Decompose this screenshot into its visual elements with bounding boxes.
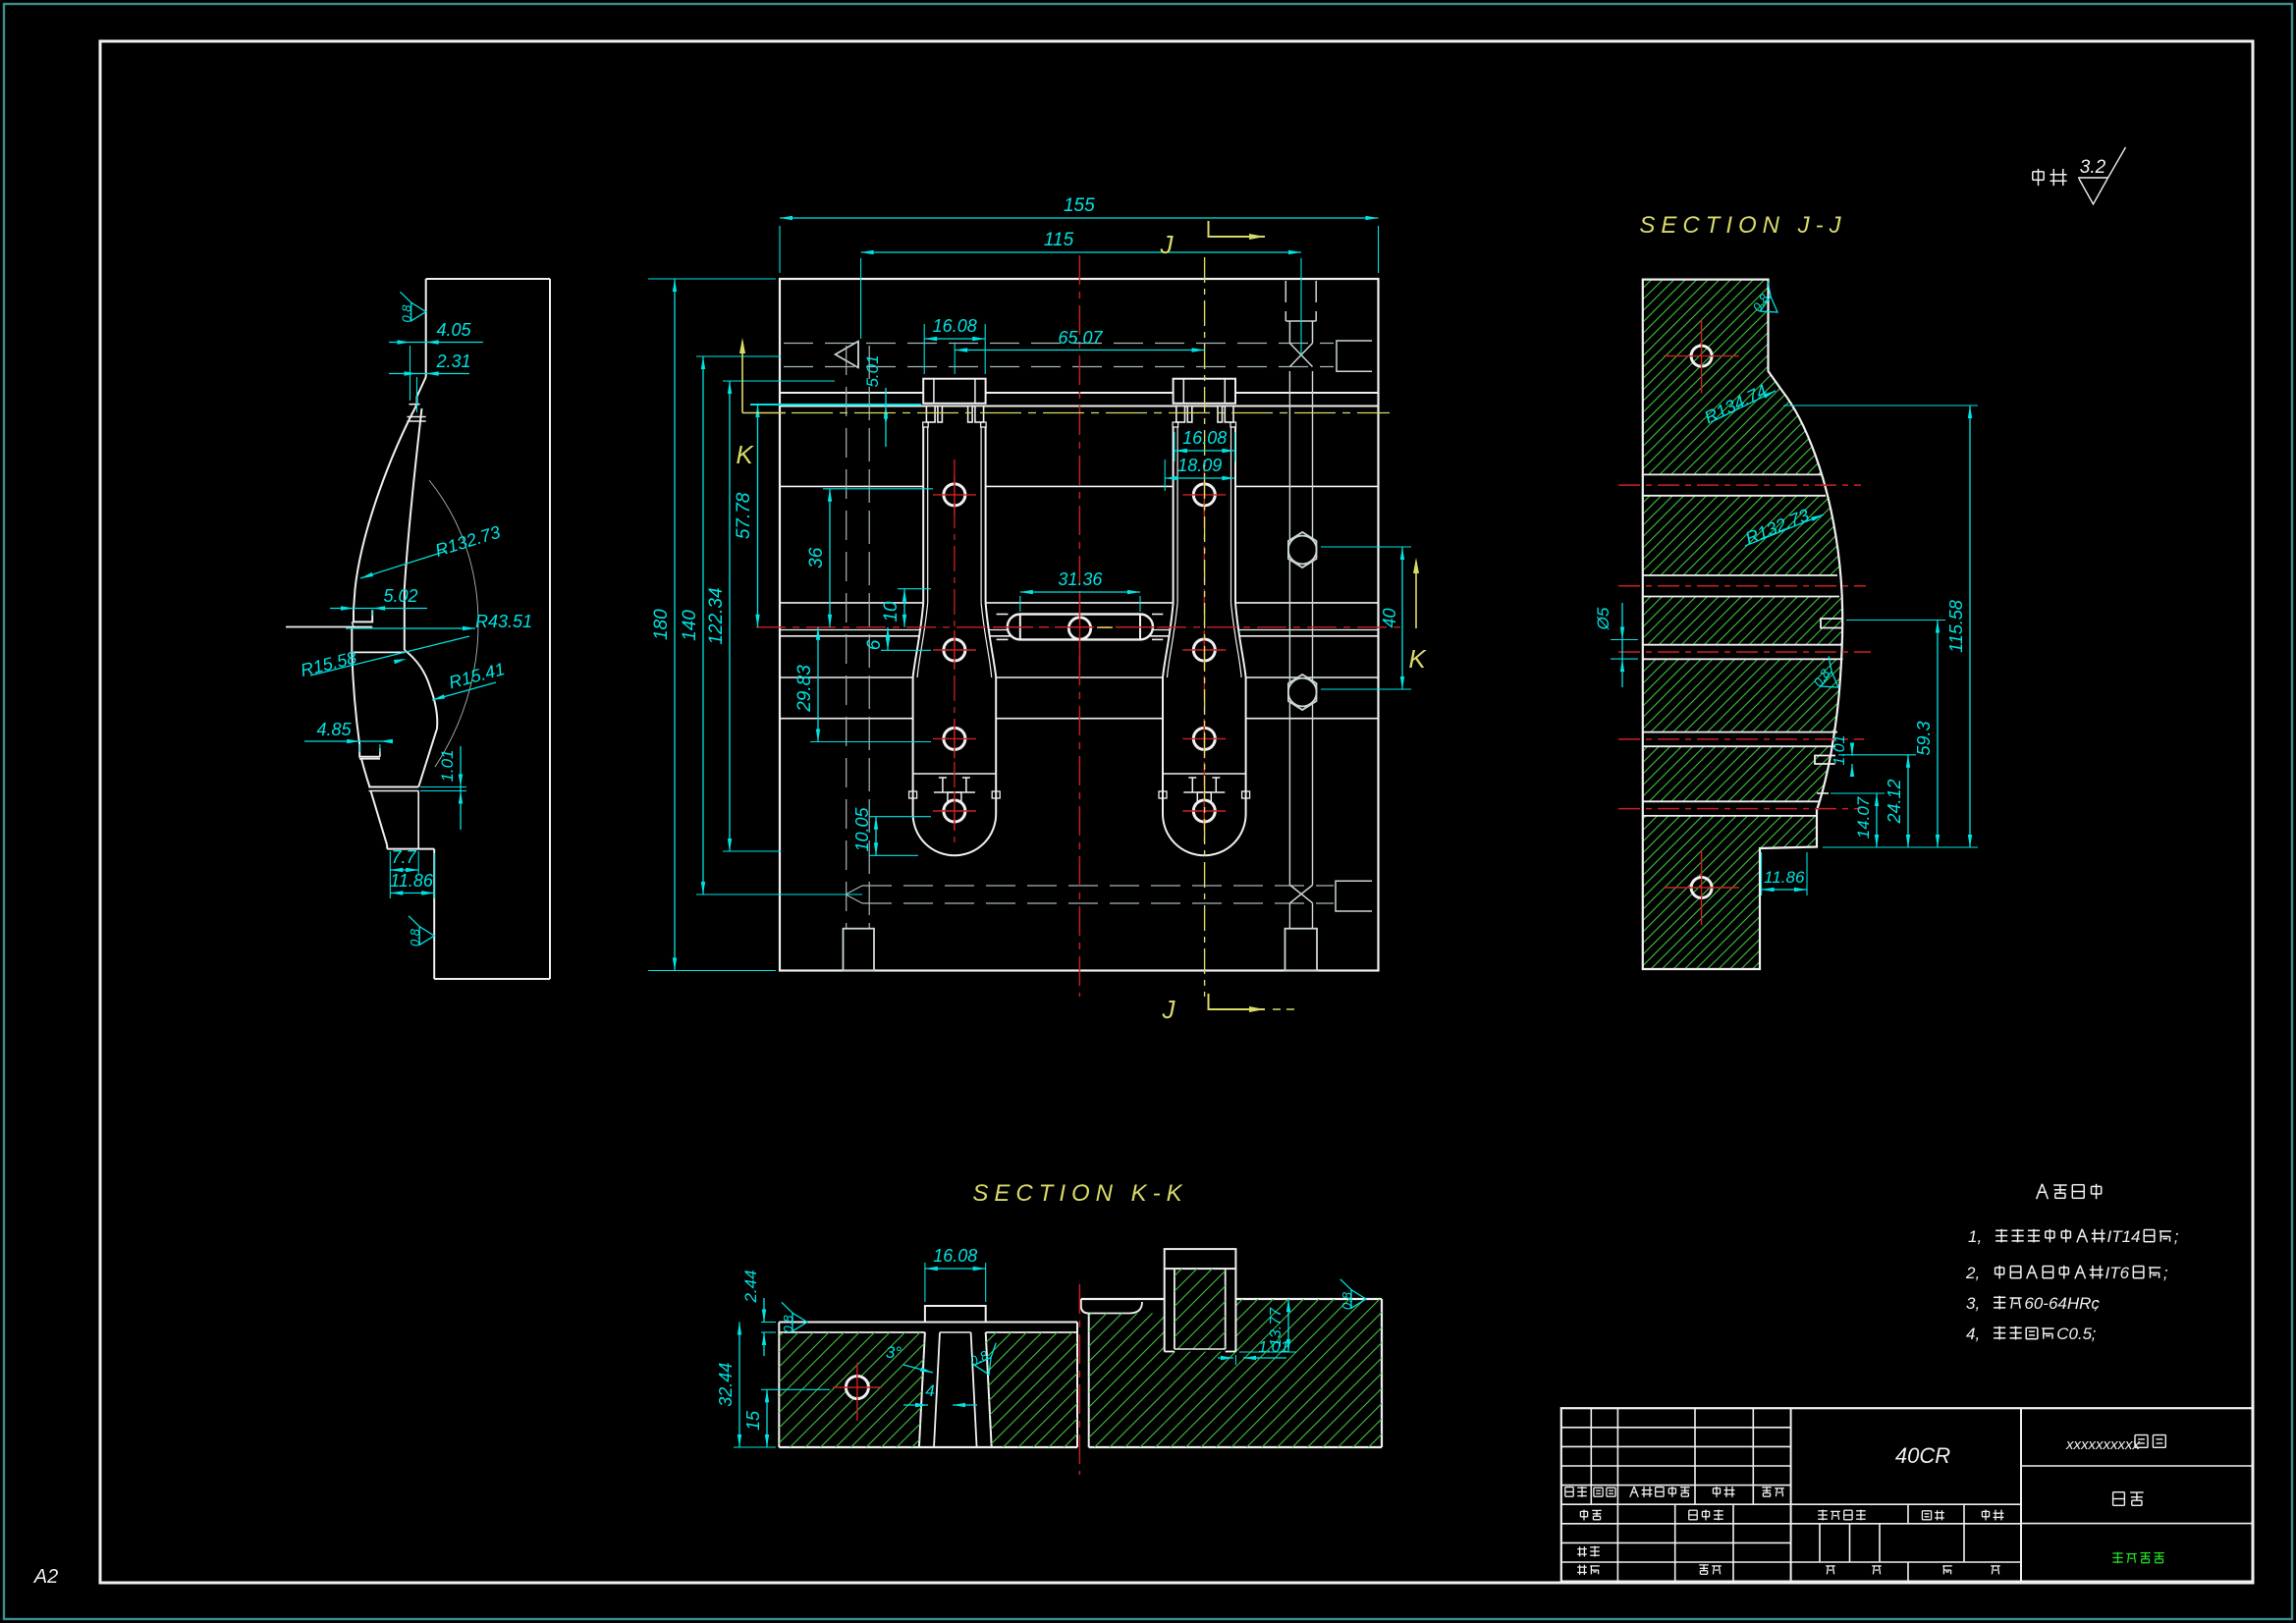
- svg-text:0.8: 0.8: [400, 304, 414, 323]
- svg-text:15: 15: [743, 1410, 763, 1431]
- svg-text:;: ;: [2174, 1227, 2179, 1246]
- svg-text:2.44: 2.44: [741, 1270, 760, 1303]
- svg-text:29.83: 29.83: [794, 665, 815, 713]
- svg-text:;: ;: [2092, 1325, 2097, 1343]
- svg-text:SECTION J-J: SECTION J-J: [1639, 212, 1846, 239]
- svg-text:K: K: [1408, 644, 1427, 674]
- svg-text:;: ;: [2094, 1294, 2099, 1313]
- svg-text:xxxxxxxxxx: xxxxxxxxxx: [2065, 1436, 2141, 1453]
- svg-text:K: K: [736, 440, 754, 469]
- svg-text:40: 40: [1380, 608, 1399, 627]
- svg-text:1.01: 1.01: [1831, 734, 1848, 765]
- svg-text:3,: 3,: [1966, 1294, 1980, 1313]
- svg-text:6: 6: [864, 639, 885, 650]
- svg-text:C0.5: C0.5: [2056, 1325, 2092, 1343]
- svg-text:24.12: 24.12: [1885, 779, 1904, 824]
- svg-text:7.7: 7.7: [391, 847, 416, 867]
- svg-text:155: 155: [1064, 195, 1095, 216]
- svg-text:40CR: 40CR: [1895, 1443, 1950, 1468]
- svg-text:11.86: 11.86: [390, 871, 434, 891]
- svg-text:18.09: 18.09: [1177, 456, 1222, 475]
- svg-text:10.05: 10.05: [852, 806, 872, 851]
- svg-text:;: ;: [2163, 1264, 2168, 1282]
- svg-text:13.77: 13.77: [1268, 1307, 1285, 1347]
- svg-text:32.44: 32.44: [716, 1363, 736, 1407]
- svg-text:A2: A2: [33, 1566, 58, 1588]
- svg-text:180: 180: [651, 609, 672, 640]
- svg-text:16.08: 16.08: [1182, 428, 1227, 448]
- svg-text:140: 140: [680, 610, 700, 641]
- svg-text:115.58: 115.58: [1946, 600, 1966, 653]
- svg-text:16.08: 16.08: [933, 316, 977, 336]
- svg-text:3°: 3°: [886, 1343, 902, 1362]
- svg-text:1.01: 1.01: [438, 749, 457, 782]
- svg-text:0.8: 0.8: [781, 1315, 795, 1333]
- svg-text:36: 36: [806, 547, 827, 568]
- svg-text:2,: 2,: [1965, 1264, 1980, 1282]
- svg-text:11.86: 11.86: [1764, 868, 1805, 887]
- svg-text:4,: 4,: [1966, 1325, 1980, 1343]
- svg-text:10: 10: [881, 601, 902, 622]
- svg-text:59.3: 59.3: [1914, 721, 1934, 755]
- svg-text:122.34: 122.34: [706, 587, 727, 644]
- svg-text:J: J: [1160, 230, 1175, 259]
- svg-text:5.02: 5.02: [383, 586, 417, 606]
- svg-text:65.07: 65.07: [1058, 328, 1103, 348]
- svg-text:Ø5: Ø5: [1594, 607, 1613, 630]
- svg-text:4: 4: [925, 1381, 934, 1400]
- svg-text:2.31: 2.31: [435, 352, 470, 371]
- svg-text:0.8: 0.8: [408, 928, 422, 947]
- svg-text:0.8: 0.8: [968, 1347, 991, 1369]
- svg-text:0.8: 0.8: [1339, 1291, 1354, 1310]
- svg-text:R43.51: R43.51: [475, 612, 532, 631]
- svg-text:16.08: 16.08: [933, 1246, 977, 1266]
- svg-text:IT6: IT6: [2105, 1264, 2130, 1282]
- svg-text:J: J: [1162, 995, 1176, 1024]
- svg-text:31.36: 31.36: [1058, 569, 1103, 589]
- svg-text:SECTION K-K: SECTION K-K: [972, 1180, 1187, 1207]
- svg-text:115: 115: [1044, 230, 1074, 250]
- svg-text:60-64HRc: 60-64HRc: [2024, 1294, 2100, 1313]
- svg-text:57.78: 57.78: [734, 492, 754, 539]
- svg-text:4.85: 4.85: [316, 720, 352, 739]
- svg-text:IT14: IT14: [2107, 1227, 2141, 1246]
- svg-text:1,: 1,: [1968, 1227, 1982, 1246]
- svg-text:14.07: 14.07: [1854, 796, 1873, 839]
- svg-text:3.2: 3.2: [2080, 157, 2106, 178]
- svg-text:5.01: 5.01: [863, 354, 882, 387]
- svg-text:4.05: 4.05: [436, 320, 471, 340]
